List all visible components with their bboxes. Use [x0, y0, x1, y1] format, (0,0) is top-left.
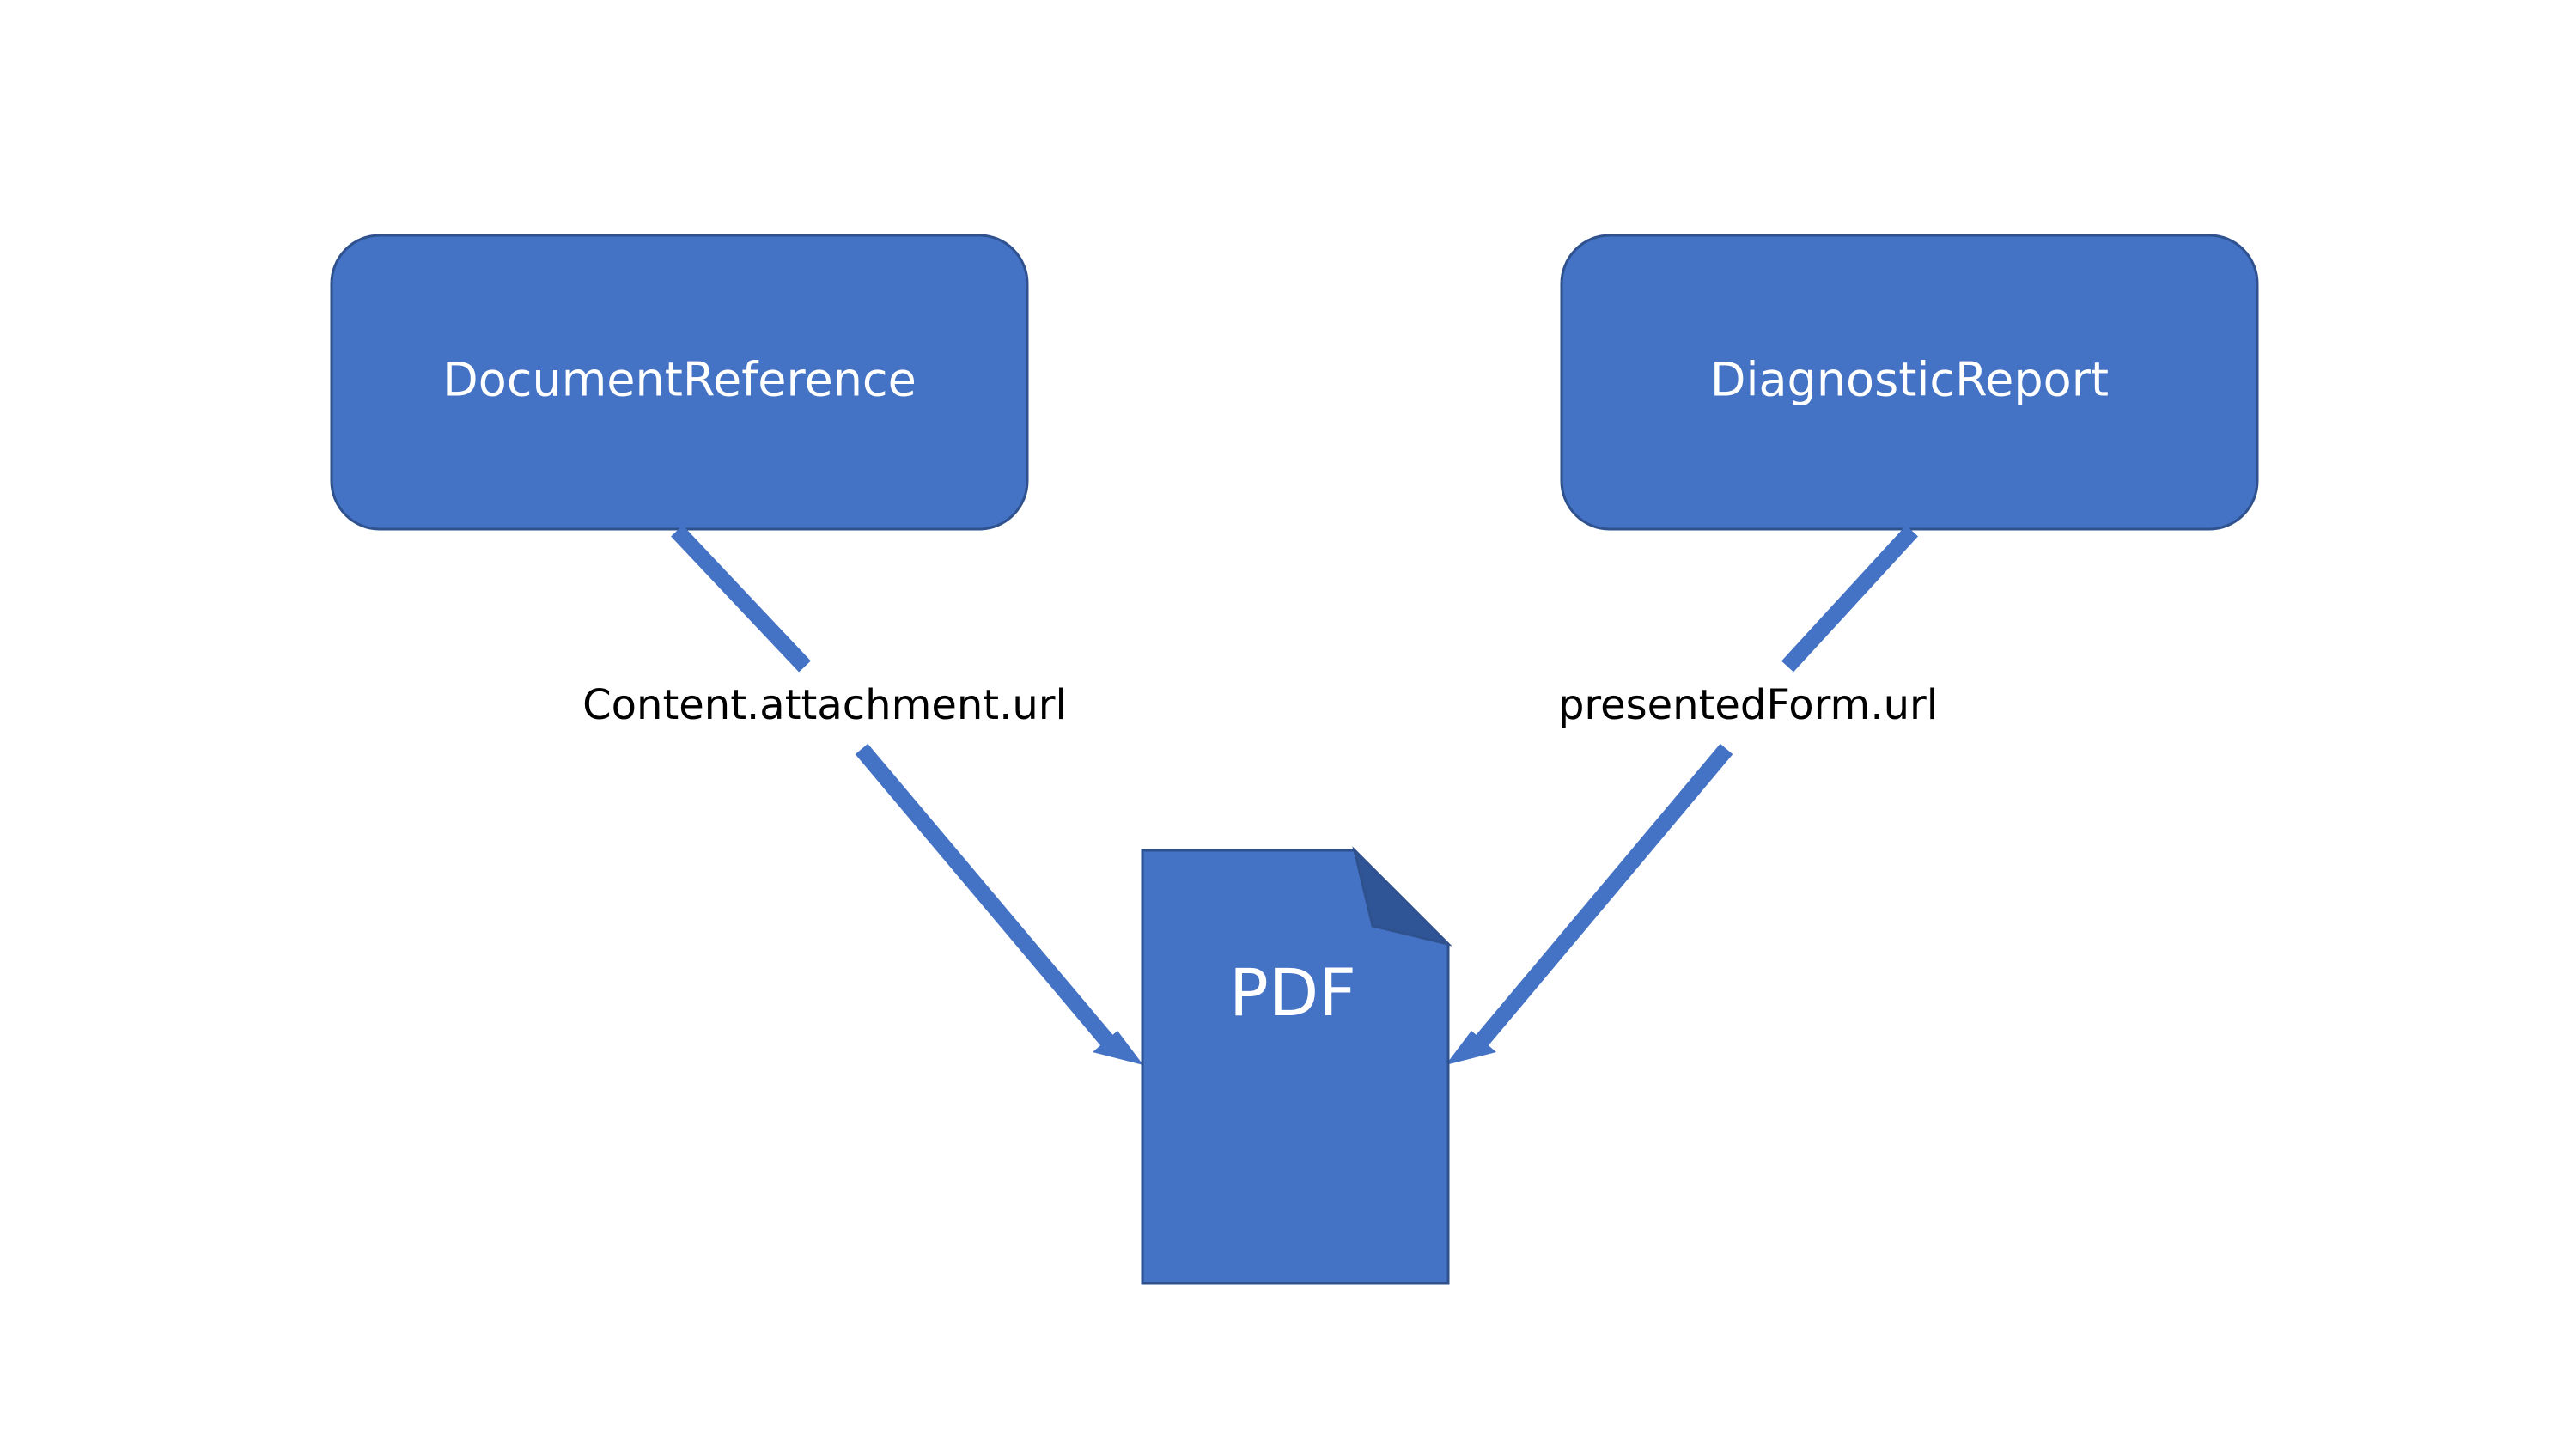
diagnostic-report-node[interactable]: DiagnosticReport [1560, 234, 2259, 531]
arrow-head-into-pdf-right [1446, 1031, 1496, 1065]
diagnostic-report-label: DiagnosticReport [1710, 353, 2109, 407]
pdf-document-folded-corner [1352, 846, 1452, 947]
document-reference-label: DocumentReference [442, 353, 917, 407]
edge-document-reference-to-pdf: Content.attachment.url [582, 525, 1143, 1065]
edge-diagnostic-report-to-pdf: presentedForm.url [1446, 525, 1938, 1065]
edge-document-reference-upper-segment [671, 525, 811, 673]
edge-diagnostic-report-upper-segment [1781, 525, 1918, 673]
pdf-document-label: PDF [1229, 954, 1356, 1031]
pdf-document-body[interactable] [1141, 849, 1450, 1285]
edge-diagnostic-report-lower-segment [1474, 743, 1733, 1048]
edge-document-reference-lower-segment [855, 743, 1115, 1048]
document-reference-node[interactable]: DocumentReference [330, 234, 1029, 531]
edge-label-content-attachment-url: Content.attachment.url [582, 681, 1067, 729]
edge-label-presented-form-url: presentedForm.url [1558, 681, 1938, 729]
arrow-head-into-pdf-left [1093, 1031, 1143, 1065]
pdf-document-node[interactable]: PDF [1141, 846, 1452, 1285]
